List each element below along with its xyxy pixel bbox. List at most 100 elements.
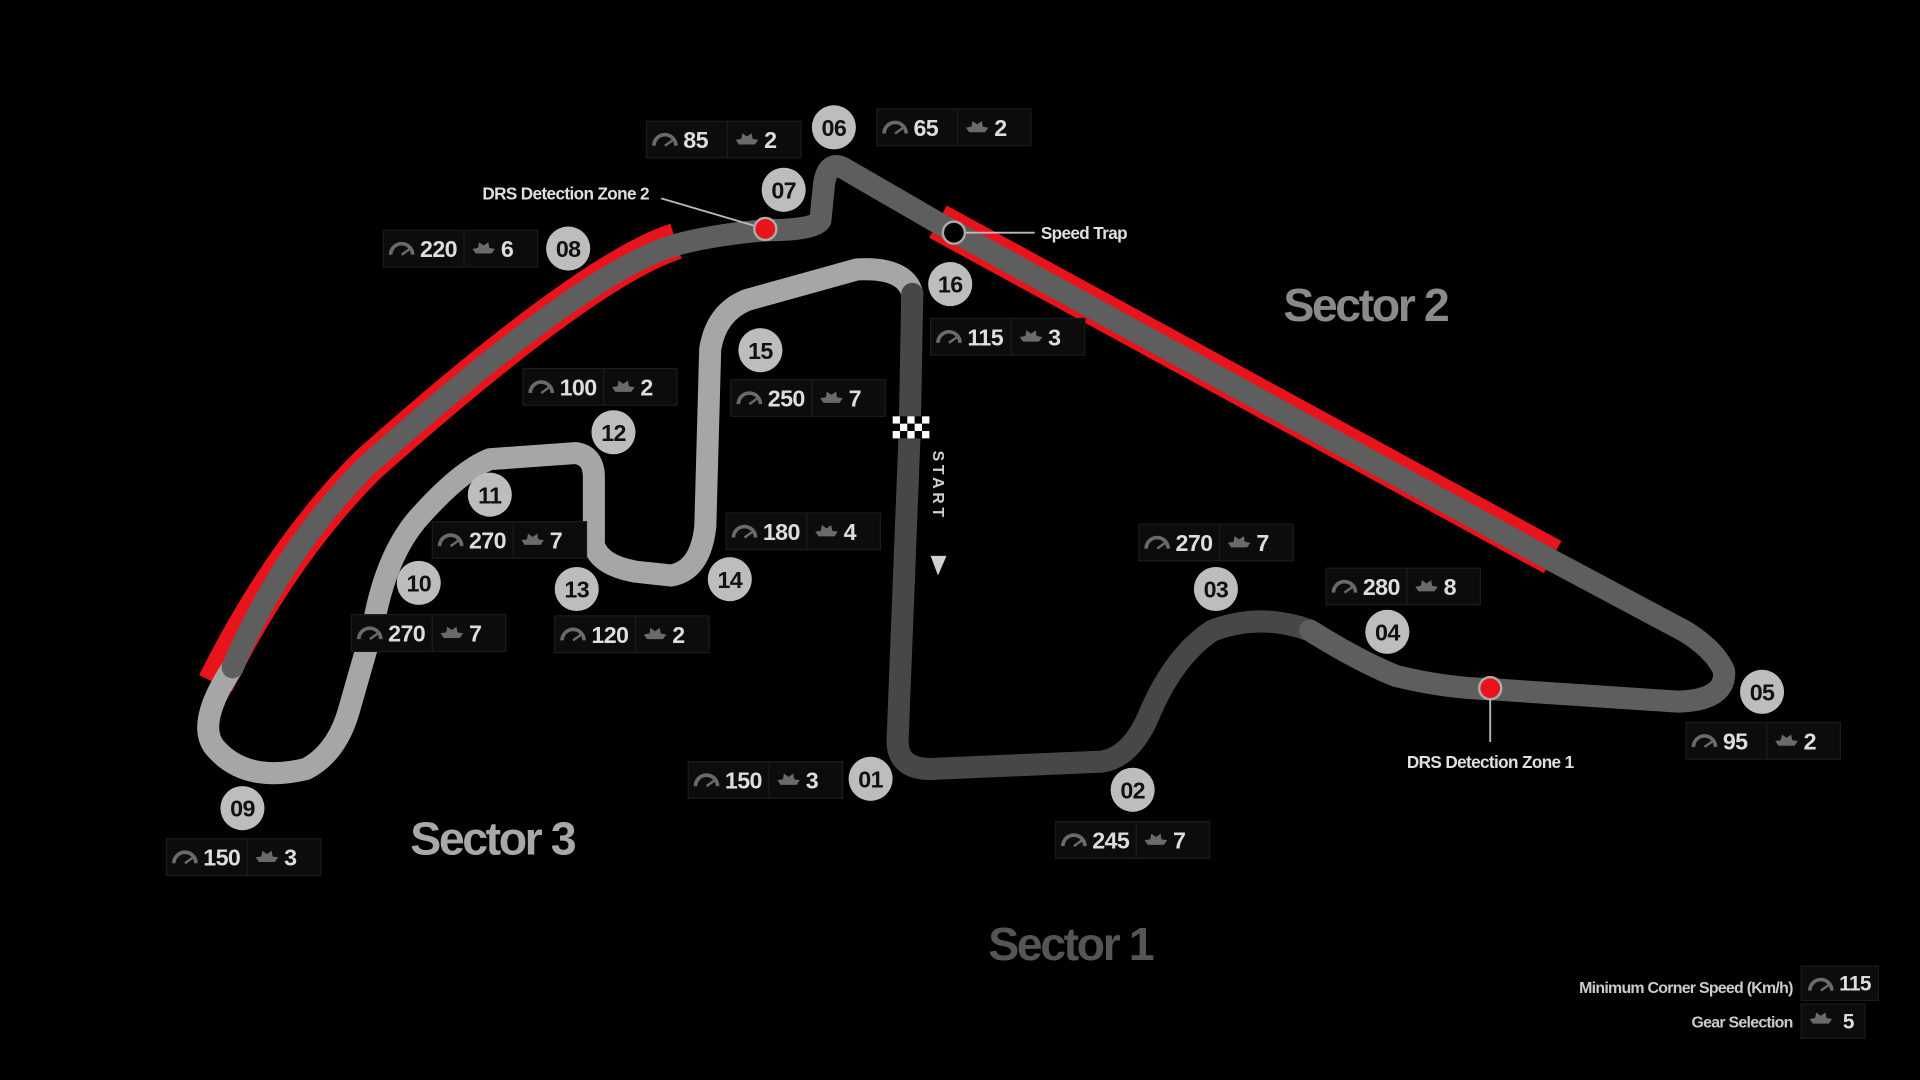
turn-gear: 2 — [672, 622, 685, 648]
speedometer-icon — [388, 241, 415, 256]
turn-gear: 7 — [1173, 828, 1186, 854]
turn-number: 12 — [601, 420, 626, 446]
turn-gear: 7 — [849, 386, 862, 412]
speedometer-icon — [652, 132, 678, 147]
turn-number-badge — [1740, 669, 1785, 714]
legend-speed-value: 115 — [1839, 973, 1871, 996]
speed-trap-marker — [941, 220, 967, 245]
turn-number-badge — [761, 167, 806, 212]
turn-number: 08 — [556, 236, 581, 262]
speedometer-icon — [1807, 977, 1834, 992]
speedometer-icon — [528, 380, 555, 395]
turn-number: 11 — [478, 482, 502, 508]
gear-icon — [1227, 536, 1251, 548]
turn-gear: 2 — [1804, 728, 1817, 754]
speedometer-icon — [731, 524, 758, 539]
sector-3-label: Sector 3 — [410, 813, 576, 865]
gear-icon — [643, 627, 667, 640]
turn-gear: 2 — [640, 375, 653, 401]
turn-min-speed: 270 — [469, 528, 506, 554]
turn-min-speed: 100 — [560, 375, 597, 401]
gear-icon — [472, 242, 495, 254]
speedometer-icon — [882, 120, 908, 135]
turn-number-badge — [738, 328, 783, 373]
turn-min-speed: 280 — [1363, 574, 1400, 600]
turn-number: 10 — [406, 570, 431, 596]
turn-11: 270 7 11 — [431, 472, 588, 559]
turn-number-badge — [554, 566, 599, 612]
legend-gear-value: 5 — [1843, 1011, 1855, 1034]
turn-gear: 2 — [764, 127, 777, 153]
turn-number-badge — [220, 786, 265, 831]
drs-zone-1-label: DRS Detection Zone 1 — [1407, 752, 1575, 772]
turn-info-box: 100 2 — [522, 367, 678, 406]
speedometer-icon — [172, 850, 198, 865]
turn-number-badge — [467, 472, 512, 517]
turn-min-speed: 245 — [1092, 828, 1130, 854]
turn-gear: 8 — [1444, 574, 1457, 600]
turn-gear: 7 — [469, 621, 482, 647]
turn-gear: 7 — [550, 528, 563, 554]
turn-number-badge — [848, 756, 893, 801]
gear-icon — [521, 533, 544, 545]
gear-icon — [777, 773, 800, 785]
turn-gear: 3 — [806, 768, 819, 794]
direction-arrow-icon — [930, 555, 947, 576]
legend-gear-label: Gear Selection — [1692, 1014, 1793, 1031]
turn-min-speed: 115 — [967, 324, 1003, 350]
speedometer-icon — [936, 330, 962, 344]
speedometer-icon — [1691, 734, 1718, 748]
turn-min-speed: 250 — [768, 386, 805, 412]
turn-info-box: 280 8 — [1325, 567, 1482, 606]
turn-12: 100 2 12 — [522, 367, 678, 455]
gear-icon — [1415, 580, 1438, 592]
turn-gear: 3 — [284, 845, 297, 871]
turn-number-badge — [396, 560, 441, 605]
legend-speed-label: Minimum Corner Speed (Km/h) — [1579, 980, 1793, 997]
turn-min-speed: 65 — [913, 115, 938, 141]
gear-icon — [735, 133, 759, 145]
drs-zone-1-marker — [1477, 675, 1503, 701]
drs-zone-2-marker — [753, 216, 778, 242]
gear-icon — [820, 391, 843, 403]
drs-zone-2-label: DRS Detection Zone 2 — [482, 184, 649, 204]
turn-number: 05 — [1750, 679, 1775, 705]
gear-icon — [1144, 833, 1168, 845]
checkered-flag-icon — [892, 416, 930, 439]
gear-icon — [1809, 1012, 1833, 1024]
speedometer-icon — [560, 627, 586, 642]
speedometer-icon — [693, 773, 720, 788]
turn-number-badge — [928, 262, 973, 307]
turn-number: 14 — [717, 567, 742, 593]
speed-trap-label: Speed Trap — [1041, 223, 1127, 243]
turn-number-badge — [591, 410, 636, 455]
track-sector-2 — [221, 155, 1736, 713]
turn-min-speed: 180 — [763, 519, 800, 545]
drs-zone-2-leader — [660, 197, 766, 230]
gear-icon — [965, 120, 989, 133]
turn-info-box: 270 7 — [431, 521, 588, 559]
turn-number-badge — [1110, 767, 1155, 812]
turn-gear: 7 — [1256, 530, 1269, 556]
turn-number: 03 — [1204, 577, 1229, 603]
turn-min-speed: 120 — [591, 622, 628, 648]
turn-info-box: 120 2 — [554, 615, 710, 654]
speedometer-icon — [1061, 833, 1087, 848]
